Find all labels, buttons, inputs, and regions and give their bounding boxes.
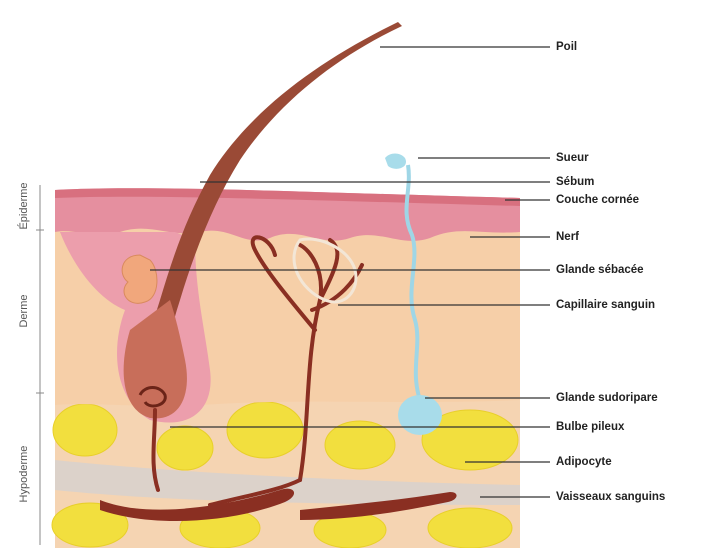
label-glande-sudoripare: Glande sudoripare	[556, 391, 658, 405]
label-vaisseaux-sanguins: Vaisseaux sanguins	[556, 490, 665, 504]
label-capillaire-sanguin: Capillaire sanguin	[556, 298, 655, 312]
label-sebum: Sébum	[556, 175, 594, 189]
layer-label-epiderme: Épiderme	[18, 176, 30, 236]
sweat-droplet	[385, 154, 406, 169]
layer-label-derme: Derme	[18, 283, 30, 339]
label-sueur: Sueur	[556, 151, 589, 165]
label-adipocyte: Adipocyte	[556, 455, 612, 469]
label-glande-sebacee: Glande sébacée	[556, 263, 644, 277]
label-nerf: Nerf	[556, 230, 579, 244]
sebaceous-gland	[122, 255, 157, 303]
label-couche-cornee: Couche cornée	[556, 193, 639, 207]
layer-label-hypoderme: Hypoderme	[18, 436, 30, 512]
sweat-gland-coil	[398, 395, 442, 435]
label-poil: Poil	[556, 40, 577, 54]
label-bulbe-pileux: Bulbe pileux	[556, 420, 624, 434]
